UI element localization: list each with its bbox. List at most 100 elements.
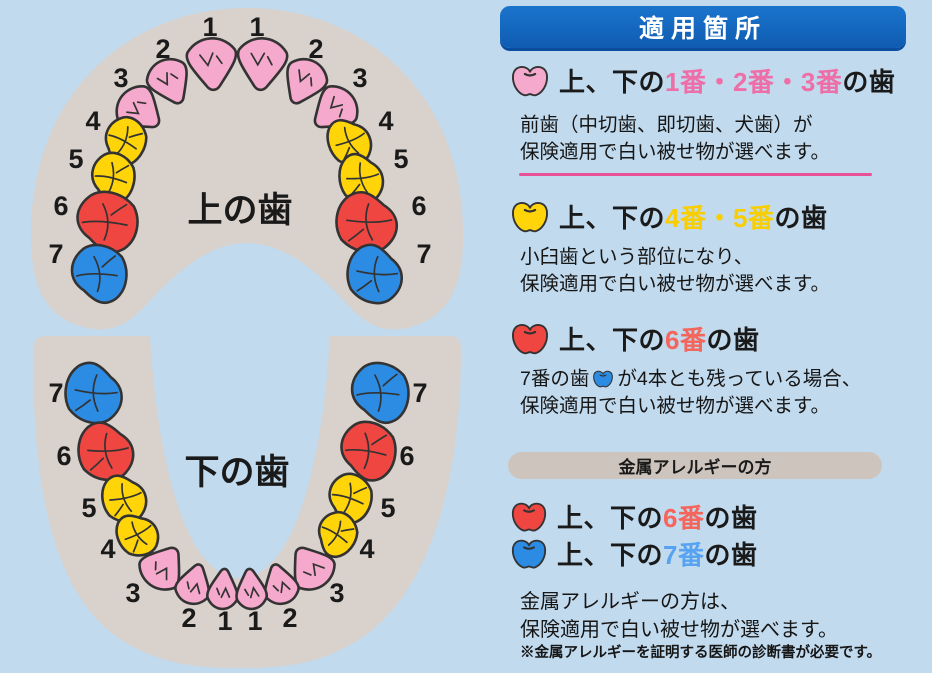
- heading-part-colored: 7番: [663, 539, 705, 570]
- heading-part: の歯: [774, 202, 828, 233]
- tooth-blue-7: [70, 243, 128, 305]
- tooth-number: 7: [416, 239, 431, 269]
- section-heading-text: 上、下の7番の歯: [557, 535, 758, 572]
- tooth-number: 4: [100, 534, 115, 564]
- tooth-pink-2: [286, 57, 329, 105]
- panel-header: 適用箇所: [500, 6, 906, 48]
- upper-teeth-label: 上の歯: [187, 191, 292, 230]
- tooth-pink-3: [138, 546, 181, 591]
- tooth-icon-pink: [512, 66, 548, 97]
- lower-arch-shape: [33, 336, 461, 668]
- tooth-number: 1: [249, 12, 264, 42]
- section-heading-text: 上、下の4番・5番の歯: [559, 198, 827, 235]
- tooth-pink-3: [293, 546, 336, 591]
- heading-part: 上、下の: [559, 202, 666, 233]
- body-segment: 小臼歯という部位になり、: [520, 246, 754, 268]
- section-2-body: 小臼歯という部位になり、保険適用で白い被せ物が選べます。: [520, 244, 830, 298]
- heading-part-colored: 1番・2番・3番: [665, 66, 843, 97]
- tooth-number: 5: [68, 144, 83, 174]
- tooth-number: 1: [217, 606, 232, 636]
- tooth-number: 4: [359, 534, 374, 564]
- tooth-number: 6: [56, 441, 71, 471]
- tooth-icon-blue: [511, 539, 547, 569]
- body-line: 小臼歯という部位になり、: [520, 244, 830, 271]
- tooth-pink-2: [145, 57, 188, 105]
- tooth-number: 3: [113, 63, 128, 93]
- heading-part-colored: 6番: [665, 324, 707, 355]
- tooth-blue-7: [346, 243, 403, 305]
- note-text: ※金属アレルギーを証明する医師の診断書が必要です。: [520, 645, 882, 661]
- allergy-pill: 金属アレルギーの方: [508, 452, 882, 479]
- tooth-number: 1: [247, 606, 262, 636]
- tooth-pink-1: [185, 37, 238, 92]
- section-3-body: 7番の歯が4本とも残っている場合、保険適用で白い被せ物が選べます。: [520, 366, 861, 420]
- section-heading-text: 上、下の1番・2番・3番の歯: [559, 62, 895, 99]
- panel-header-title: 適用箇所: [638, 15, 767, 43]
- tooth-icon-blue: [593, 370, 614, 388]
- tooth-pink-1: [205, 567, 239, 611]
- allergy-row-2: 上、下の7番の歯: [510, 533, 758, 573]
- heading-part: の歯: [706, 324, 760, 355]
- tooth-number: 7: [48, 378, 63, 408]
- tooth-number: 2: [181, 603, 196, 633]
- lower-teeth-label: 下の歯: [184, 453, 289, 492]
- body-segment: 保険適用で白い被せ物が選べます。: [520, 141, 831, 163]
- tooth-number: 3: [352, 63, 367, 93]
- body-line: 保険適用で白い被せ物が選べます。: [520, 271, 830, 298]
- tooth-number: 2: [282, 603, 297, 633]
- tooth-number: 5: [393, 144, 408, 174]
- heading-part: 上、下の: [559, 66, 666, 97]
- body-line: 7番の歯が4本とも残っている場合、: [520, 366, 861, 393]
- heading-part: の歯: [704, 539, 758, 570]
- tooth-number: 1: [202, 12, 217, 42]
- section-1-body: 前歯（中切歯、即切歯、犬歯）が保険適用で白い被せ物が選べます。: [520, 112, 830, 166]
- tooth-number: 3: [125, 578, 140, 608]
- tooth-number: 4: [85, 106, 100, 136]
- tooth-number: 6: [53, 191, 68, 221]
- footer-line: 保険適用で白い被せ物が選べます。: [520, 619, 838, 641]
- section-3-heading: 上、下の6番の歯: [510, 318, 760, 358]
- allergy-pill-label: 金属アレルギーの方: [618, 458, 772, 477]
- body-segment: 前歯（中切歯、即切歯、犬歯）が: [520, 114, 813, 136]
- tooth-number: 7: [48, 239, 63, 269]
- tooth-number: 4: [378, 106, 393, 136]
- tooth-red-6: [340, 420, 397, 482]
- heading-part: 上、下の: [557, 502, 664, 533]
- tooth-yellow-5: [101, 474, 148, 523]
- heading-part: 上、下の: [559, 324, 666, 355]
- section-1-heading: 上、下の1番・2番・3番の歯: [510, 60, 895, 100]
- tooth-pink-1: [235, 567, 269, 611]
- tooth-icon-yellow: [512, 202, 548, 233]
- footer-line: 金属アレルギーの方は、: [520, 591, 740, 613]
- heading-part: の歯: [704, 502, 758, 533]
- info-panel: 適用箇所 上、下の1番・2番・3番の歯前歯（中切歯、即切歯、犬歯）が保険適用で白…: [500, 0, 932, 673]
- tooth-yellow-4: [326, 118, 373, 166]
- body-segment: 保険適用で白い被せ物が選べます。: [520, 273, 831, 295]
- body-line: 保険適用で白い被せ物が選べます。: [520, 139, 830, 166]
- body-segment: 保険適用で白い被せ物が選べます。: [520, 395, 831, 417]
- tooth-number: 6: [411, 191, 426, 221]
- section-heading-text: 上、下の6番の歯: [559, 320, 760, 357]
- body-line: 保険適用で白い被せ物が選べます。: [520, 393, 861, 420]
- tooth-yellow-4: [115, 514, 160, 557]
- tooth-red-6: [77, 421, 135, 482]
- tooth-number: 5: [380, 493, 395, 523]
- section-2-heading: 上、下の4番・5番の歯: [510, 196, 827, 236]
- tooth-number: 2: [155, 34, 170, 64]
- tooth-blue-7: [64, 361, 123, 425]
- tooth-icon-red: [512, 324, 548, 355]
- tooth-number: 6: [399, 441, 414, 471]
- tooth-pink-3: [313, 85, 359, 129]
- heading-part: の歯: [842, 66, 896, 97]
- section-divider: [519, 173, 872, 176]
- tooth-yellow-4: [317, 510, 359, 559]
- tooth-number: 7: [412, 378, 427, 408]
- footer-text: 金属アレルギーの方は、 保険適用で白い被せ物が選べます。: [520, 588, 838, 644]
- section-heading-text: 上、下の6番の歯: [557, 498, 758, 535]
- tooth-pink-1: [236, 37, 289, 92]
- allergy-row-1: 上、下の6番の歯: [510, 496, 758, 536]
- tooth-number: 3: [329, 578, 344, 608]
- tooth-number: 2: [308, 34, 323, 64]
